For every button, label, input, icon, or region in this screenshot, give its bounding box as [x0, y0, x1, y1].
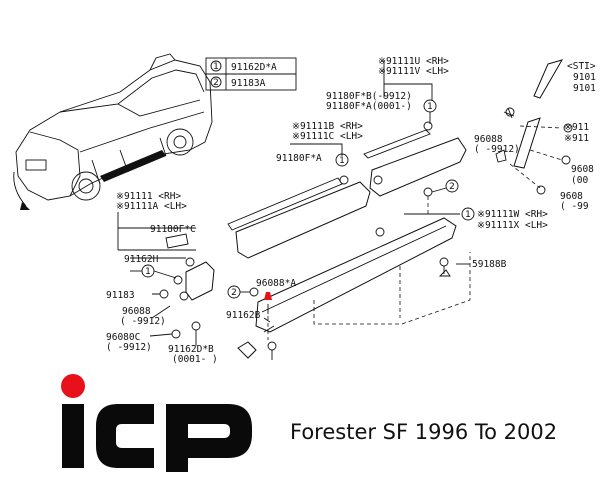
logo-letter-c [96, 404, 154, 468]
label-91111b: ※91111B <RH> [292, 121, 363, 132]
middle-door-molding: 1 ※91111B <RH> ※91111C <LH> 91180F*A [227, 121, 383, 259]
label-sti: <STI> [567, 61, 596, 72]
label-9101-a: 9101 [573, 72, 596, 83]
legend-box: 1 2 91162D*A 91183A [205, 57, 297, 91]
label-96080c: 96080C [106, 332, 140, 343]
vehicle-model-title: Forester SF 1996 To 2002 [290, 420, 558, 444]
legend-num-1: 1 [213, 62, 219, 72]
label-911-a: ※911 [564, 122, 589, 133]
sti-trim: <STI> 9101 9101 ※911 ※911 96088 ( -9912)… [474, 59, 596, 212]
label-91111c: ※91111C <LH> [292, 131, 363, 142]
label-91180fa-0001: 91180F*A(0001-) [326, 101, 412, 112]
label-99-lower: ( -99 [560, 201, 589, 212]
label-9101-b: 9101 [573, 83, 596, 94]
legend-code-2: 91183A [231, 78, 266, 89]
logo-red-dot [61, 374, 85, 398]
upper-door-molding: 1 ※91111U <RH> ※91111V <LH> 91180F*B(-99… [326, 56, 467, 197]
circle-1-upper: 1 [427, 102, 433, 112]
label-00-right: (00 [571, 175, 588, 186]
label-91111v: ※91111V <LH> [378, 66, 449, 77]
label-9608-lower: 9608 [560, 191, 583, 202]
legend-num-2: 2 [213, 78, 219, 88]
logo-letter-i [62, 404, 84, 468]
label-9912-left: ( -9912) [120, 316, 166, 327]
label-96088a: 96088*A [256, 278, 296, 289]
label-91162b: 91162B [226, 310, 261, 321]
label-91111: ※91111 <RH> [116, 191, 181, 202]
label-91183: 91183 [106, 290, 135, 301]
label-91180fa: 91180F*A [276, 153, 322, 164]
circle-1-sill: 1 [465, 210, 471, 220]
label-911-b: ※911 [564, 133, 589, 144]
circle-1-middle: 1 [339, 156, 345, 166]
label-91111x: ※91111X <LH> [477, 220, 548, 231]
front-clip-area: 2 96088*A 91162B [226, 278, 296, 360]
label-91180fc: 91180F*C [150, 224, 196, 235]
car-illustration [13, 53, 213, 210]
label-91111u: ※91111U <RH> [378, 56, 449, 67]
label-9912-right: ( -9912) [474, 144, 520, 155]
legend-code-1: 91162D*A [231, 62, 277, 73]
side-sill-molding: 1 ※91111W <RH> ※91111X <LH> 59188B 2 [237, 179, 548, 359]
label-91162h: 91162H [124, 254, 159, 265]
label-9912-c: ( -9912) [106, 342, 152, 353]
label-0001: (0001- ) [172, 354, 218, 365]
label-91111a: ※91111A <LH> [116, 201, 187, 212]
icp-logo [61, 374, 252, 472]
circle-1-rear: 1 [145, 267, 151, 277]
label-91111w: ※91111W <RH> [477, 209, 548, 220]
label-96088-left: 96088 [122, 306, 151, 317]
rear-lower-parts: 1 ※91111 <RH> ※91111A <LH> 91180F*C 9116… [106, 191, 218, 365]
label-9608-right: 9608 [571, 164, 594, 175]
label-96088-right: 96088 [474, 134, 503, 145]
circle-2-sill: 2 [449, 182, 455, 192]
label-59188b: 59188B [472, 259, 507, 270]
label-91180fb: 91180F*B(-9912) [326, 91, 412, 102]
circle-2-front: 2 [231, 288, 237, 298]
logo-letter-p [166, 404, 252, 472]
label-91162db: 91162D*B [168, 344, 214, 355]
